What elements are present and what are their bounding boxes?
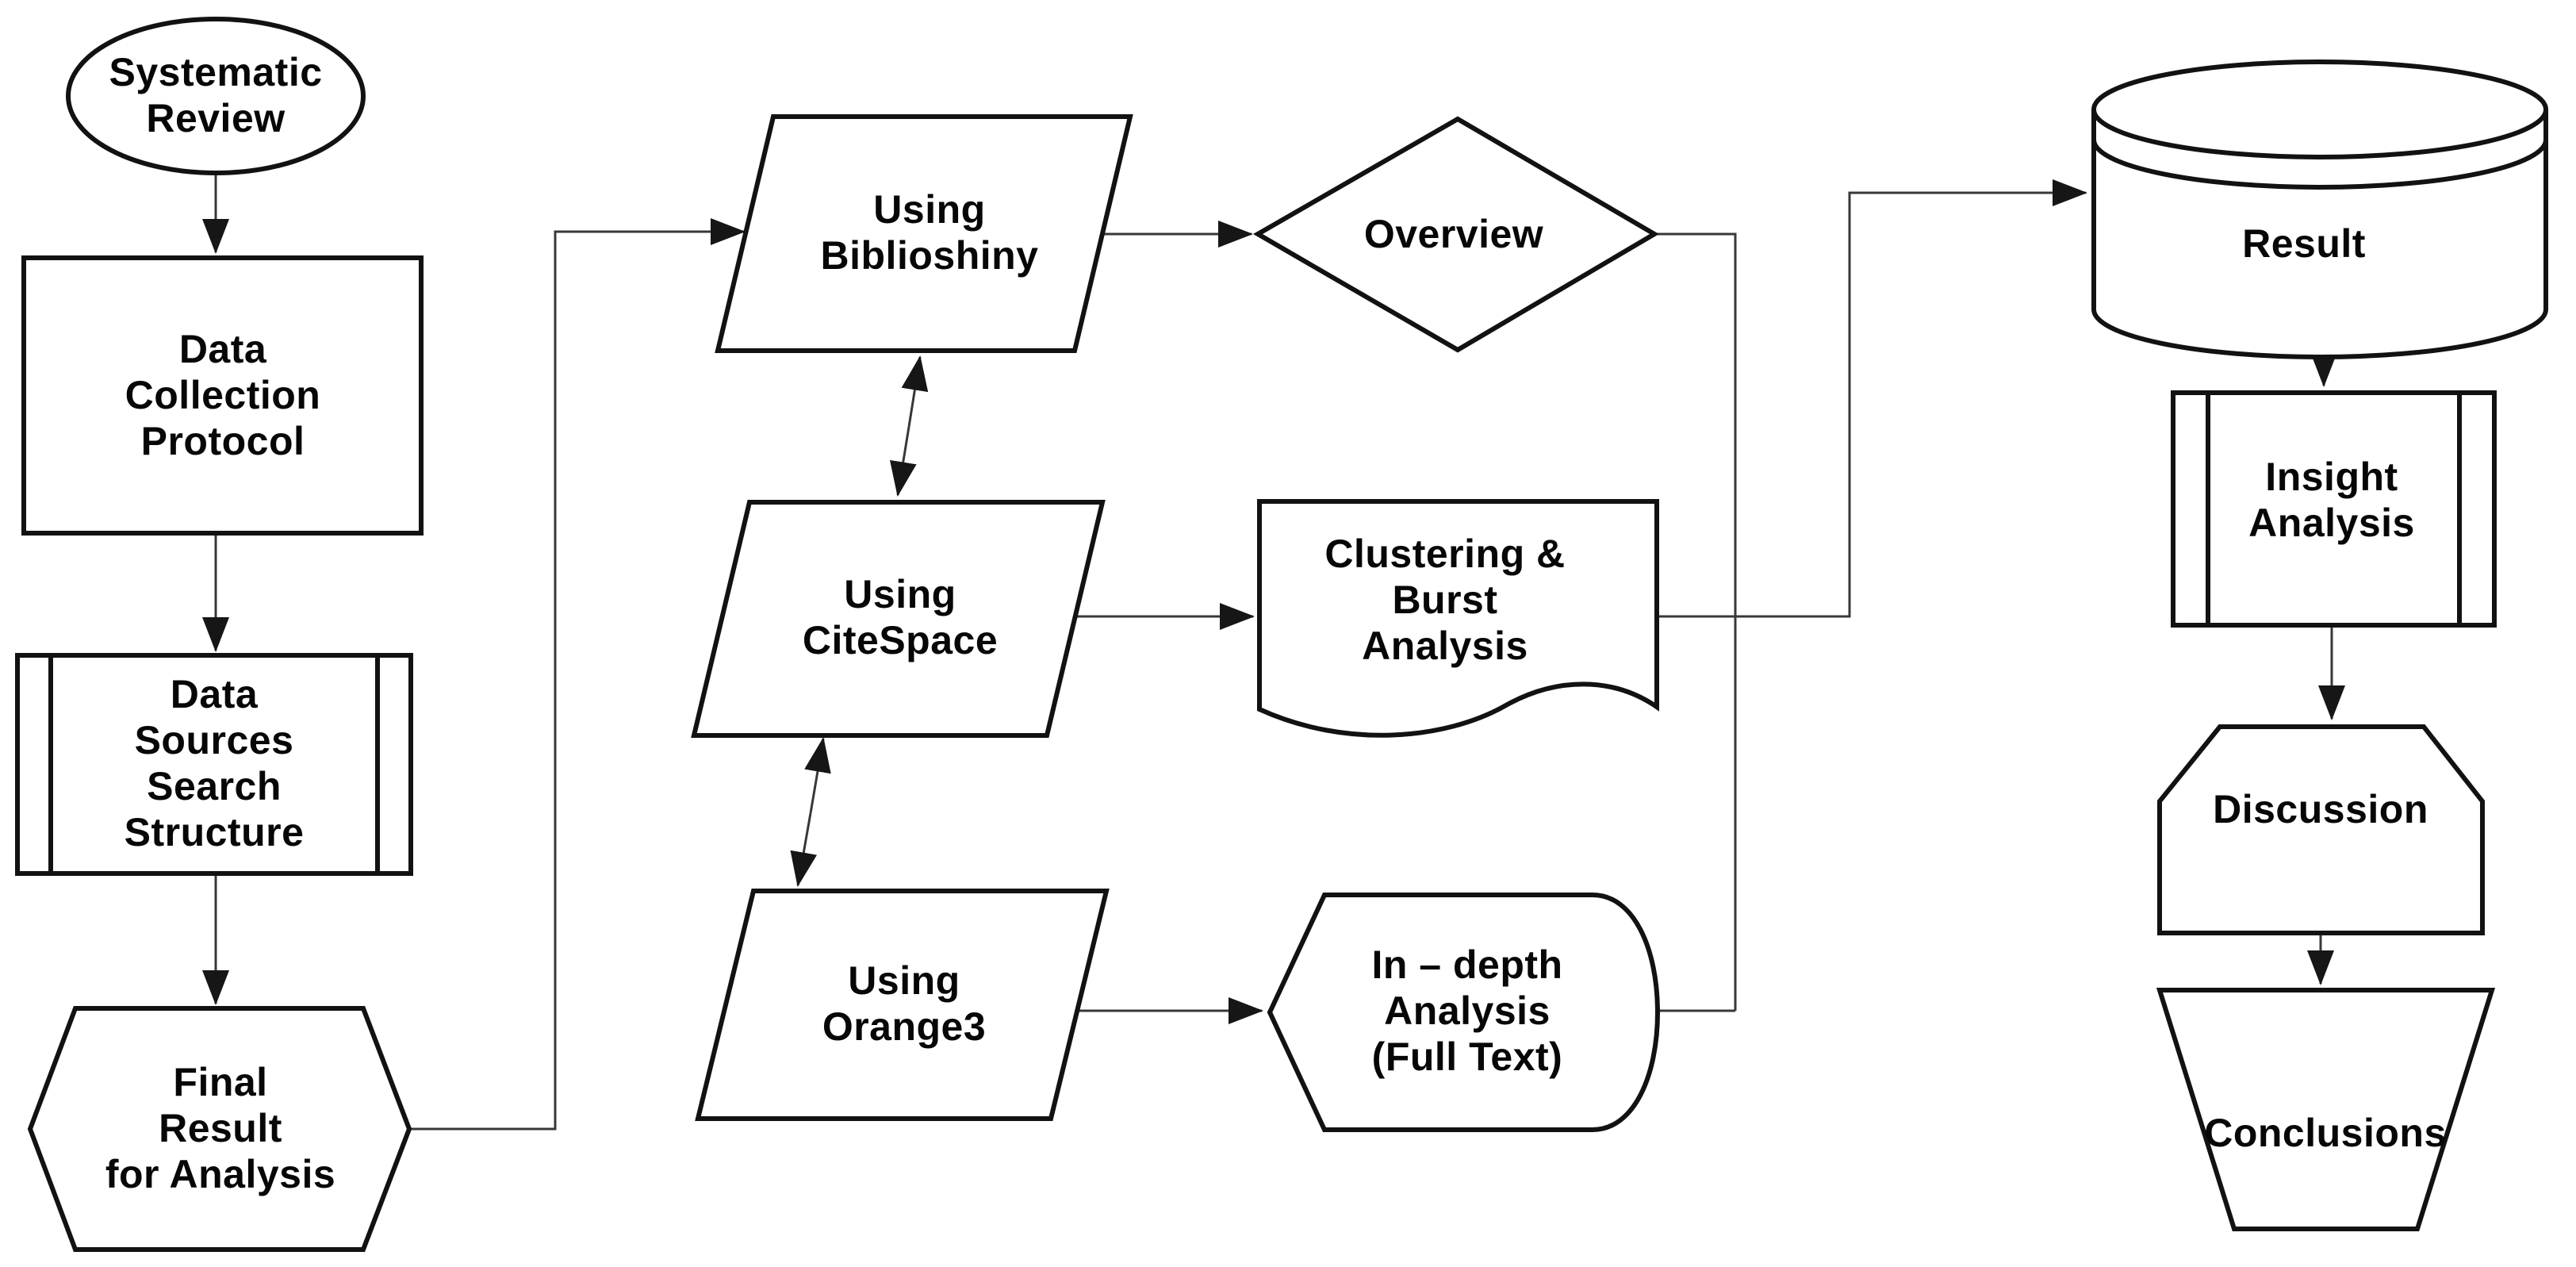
edge-biblioshiny-to-citespace-down-arrow bbox=[889, 426, 917, 497]
node-systematic-review-shape bbox=[66, 17, 366, 175]
node-using-citespace-label: Using CiteSpace bbox=[802, 572, 999, 662]
node-clustering-burst-analysis-label: Clustering & Burst Analysis bbox=[1324, 532, 1566, 668]
edge-final-result-to-using-biblioshiny bbox=[409, 218, 746, 1131]
node-result-label: Result bbox=[2242, 221, 2366, 266]
node-final-result-for-analysis-shape bbox=[27, 1006, 412, 1252]
node-data-collection-protocol-shape bbox=[21, 255, 424, 536]
edge-orange3-to-citespace-up-arrow bbox=[804, 737, 831, 814]
node-data-sources-search-structure-shape bbox=[15, 653, 413, 876]
node-using-orange3-shape bbox=[695, 889, 1110, 1121]
node-using-biblioshiny-shape bbox=[715, 114, 1133, 353]
node-discussion-label: Discussion bbox=[2213, 787, 2428, 831]
node-discussion-shape bbox=[2157, 724, 2485, 935]
node-systematic-review-label: Systematic Review bbox=[109, 50, 323, 140]
node-overview-shape bbox=[1253, 116, 1659, 353]
edge-clustering-to-result bbox=[1657, 179, 2087, 618]
node-conclusions-label: Conclusions bbox=[2204, 1111, 2447, 1155]
node-final-result-for-analysis-label: Final Result for Analysis bbox=[105, 1060, 336, 1196]
node-in-depth-analysis-label: In – depth Analysis (Full Text) bbox=[1371, 943, 1563, 1079]
edge-citespace-to-biblioshiny-up-arrow bbox=[901, 355, 929, 428]
node-result-shape bbox=[2091, 60, 2548, 359]
edge-citespace-to-orange3-down-arrow bbox=[790, 812, 818, 887]
node-conclusions-shape bbox=[2156, 988, 2496, 1231]
node-insight-analysis-label: Insight Analysis bbox=[2248, 455, 2415, 545]
node-using-biblioshiny-label: Using Biblioshiny bbox=[820, 187, 1039, 278]
edge-overview-merge-line bbox=[1654, 232, 1737, 1011]
node-in-depth-analysis-shape bbox=[1267, 893, 1661, 1132]
node-data-sources-search-structure-label: Data Sources Search Structure bbox=[124, 672, 305, 854]
node-using-citespace-shape bbox=[691, 500, 1106, 738]
node-data-collection-protocol-label: Data Collection Protocol bbox=[125, 327, 321, 463]
node-overview-label: Overview bbox=[1363, 212, 1544, 256]
node-insight-analysis-shape bbox=[2171, 390, 2497, 628]
node-using-orange3-label: Using Orange3 bbox=[822, 958, 987, 1049]
node-clustering-burst-analysis-shape bbox=[1257, 499, 1659, 738]
